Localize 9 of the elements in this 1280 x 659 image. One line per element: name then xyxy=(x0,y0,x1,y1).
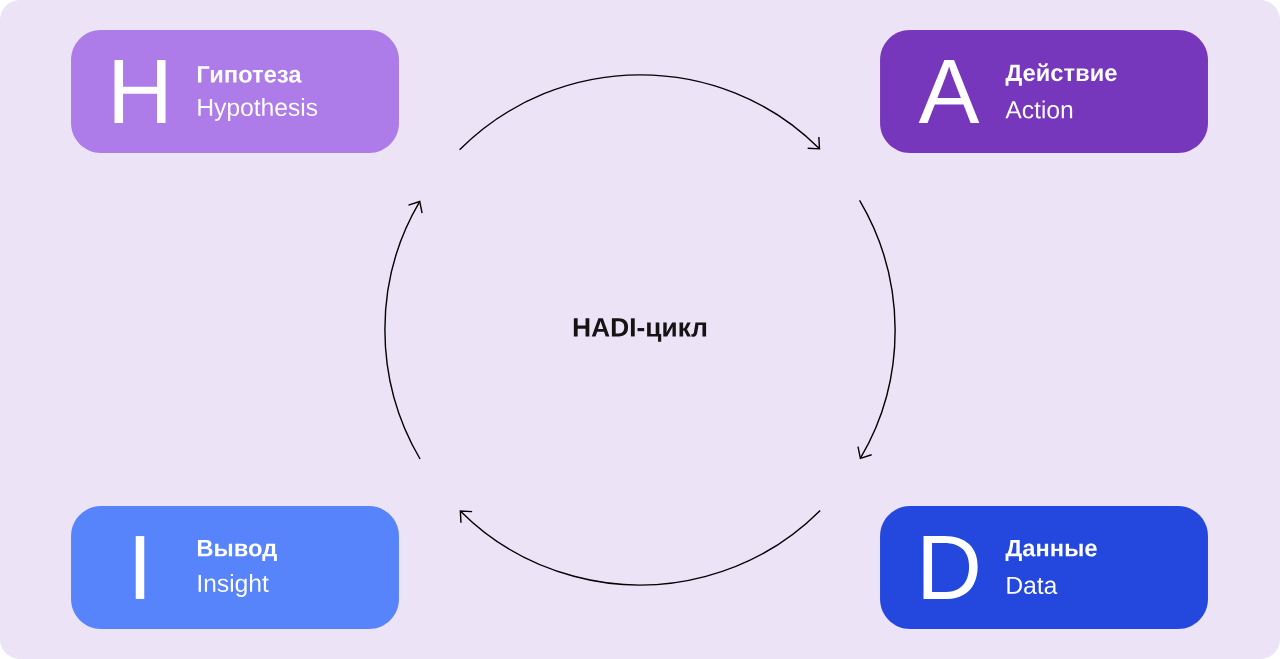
letter-card: I Вывод Insight xyxy=(71,506,399,629)
cycle-arrow xyxy=(458,74,821,151)
cycle-arrow xyxy=(459,509,821,586)
cycle-arrow xyxy=(857,199,896,460)
letter-card: A Действие Action xyxy=(880,30,1208,153)
letter-card: H Гипотеза Hypothesis xyxy=(71,30,399,153)
letter-card: D Данные Data xyxy=(880,506,1208,629)
center-title: HADI-цикл xyxy=(573,318,707,342)
cycle-arrow xyxy=(384,200,423,460)
